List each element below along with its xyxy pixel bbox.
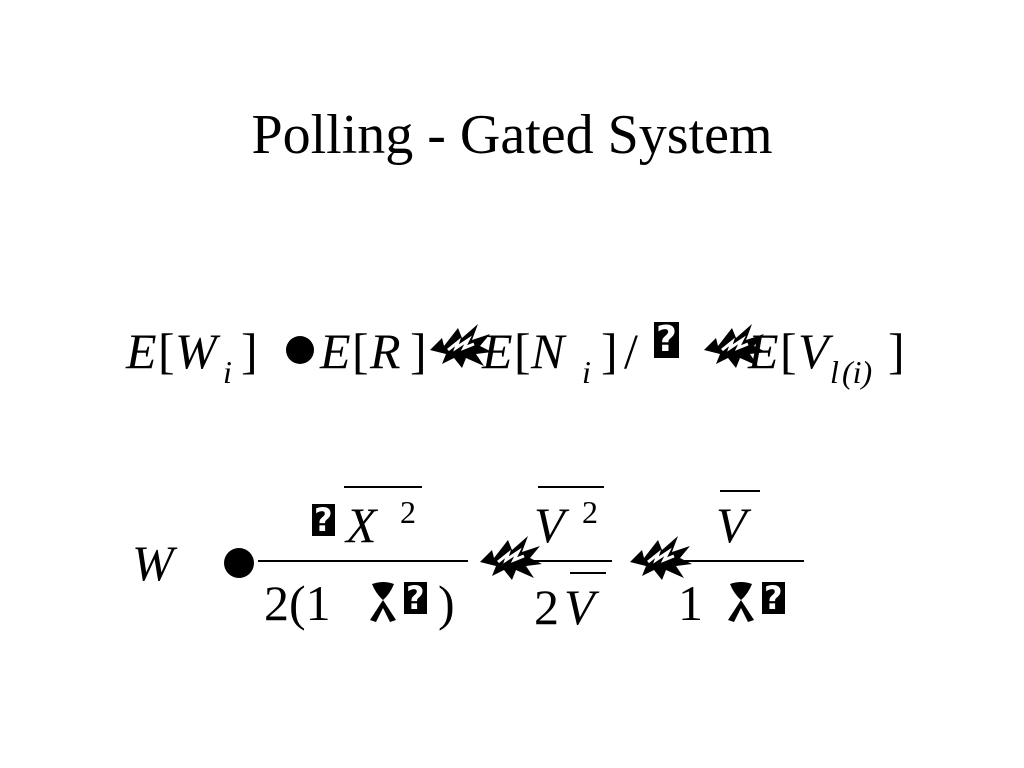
eq1-sub-l: l [830, 354, 839, 390]
eq2-unknown-symbol-1: ? [312, 501, 335, 539]
plus-burst-glyph-icon-4 [630, 536, 692, 580]
eq1-sub-i: i [223, 354, 232, 390]
ribbon-glyph-icon [370, 582, 396, 622]
eq1-W: W [175, 323, 217, 379]
eq2-unknown-symbol-2: ? [404, 579, 427, 617]
plus-burst-glyph-icon-2 [704, 324, 766, 368]
eq2-V-denominator: V [564, 579, 595, 635]
plus-burst-glyph-icon-3 [480, 536, 542, 580]
equals-glyph-icon [286, 336, 314, 364]
eq1-unknown-symbol: ? [654, 319, 679, 360]
overline-X2 [344, 486, 422, 488]
eq1-V: V [798, 323, 829, 379]
eq1-E4: E [748, 323, 779, 379]
eq1-slash: / [624, 323, 638, 379]
eq2-X: X [346, 497, 377, 553]
overline-V-3 [720, 490, 760, 492]
overline-V2 [538, 486, 604, 488]
eq1-bracket-close-2: ] [410, 323, 427, 379]
eq2-sup-2: 2 [400, 494, 416, 530]
eq2-denominator-1: 2(1 [264, 575, 331, 631]
eq1-R: R [370, 323, 401, 379]
eq1-bracket-close: ] [241, 323, 258, 379]
ribbon-glyph-icon-2 [728, 582, 754, 622]
eq1-bracket-close-3: ] [601, 323, 618, 379]
eq1-E3: E [482, 323, 513, 379]
eq2-V-numerator: V [534, 497, 565, 553]
eq1-sub-i-2: i [582, 354, 591, 390]
equals-glyph-icon-2 [224, 548, 254, 578]
slide-title: Polling - Gated System [251, 104, 773, 166]
overline-V-denominator [570, 572, 606, 574]
eq1-bracket-open-4: [ [780, 323, 797, 379]
fraction-bar-2 [530, 560, 612, 562]
eq2-denominator-2: 2 [534, 579, 559, 635]
eq2-sup-2-b: 2 [582, 494, 598, 530]
plus-burst-glyph-icon [430, 324, 492, 368]
fraction-bar-1 [258, 560, 468, 562]
fraction-bar-3 [676, 560, 804, 562]
eq1-E: E [126, 323, 157, 379]
eq2-rparen: ) [438, 575, 455, 631]
eq1-sub-paren-i: (i) [842, 354, 873, 390]
eq1-E2: E [320, 323, 351, 379]
eq2-V-numerator-3: V [716, 497, 747, 553]
eq2-unknown-symbol-3: ? [762, 579, 785, 617]
eq1-bracket-open-3: [ [514, 323, 531, 379]
eq2-one: 1 [678, 575, 703, 631]
eq1-bracket-open: [ [158, 323, 175, 379]
eq1-N: N [531, 323, 565, 379]
eq1-bracket-close-4: ] [888, 323, 905, 379]
eq1-bracket-open-2: [ [352, 323, 369, 379]
eq2-W: W [132, 535, 174, 591]
